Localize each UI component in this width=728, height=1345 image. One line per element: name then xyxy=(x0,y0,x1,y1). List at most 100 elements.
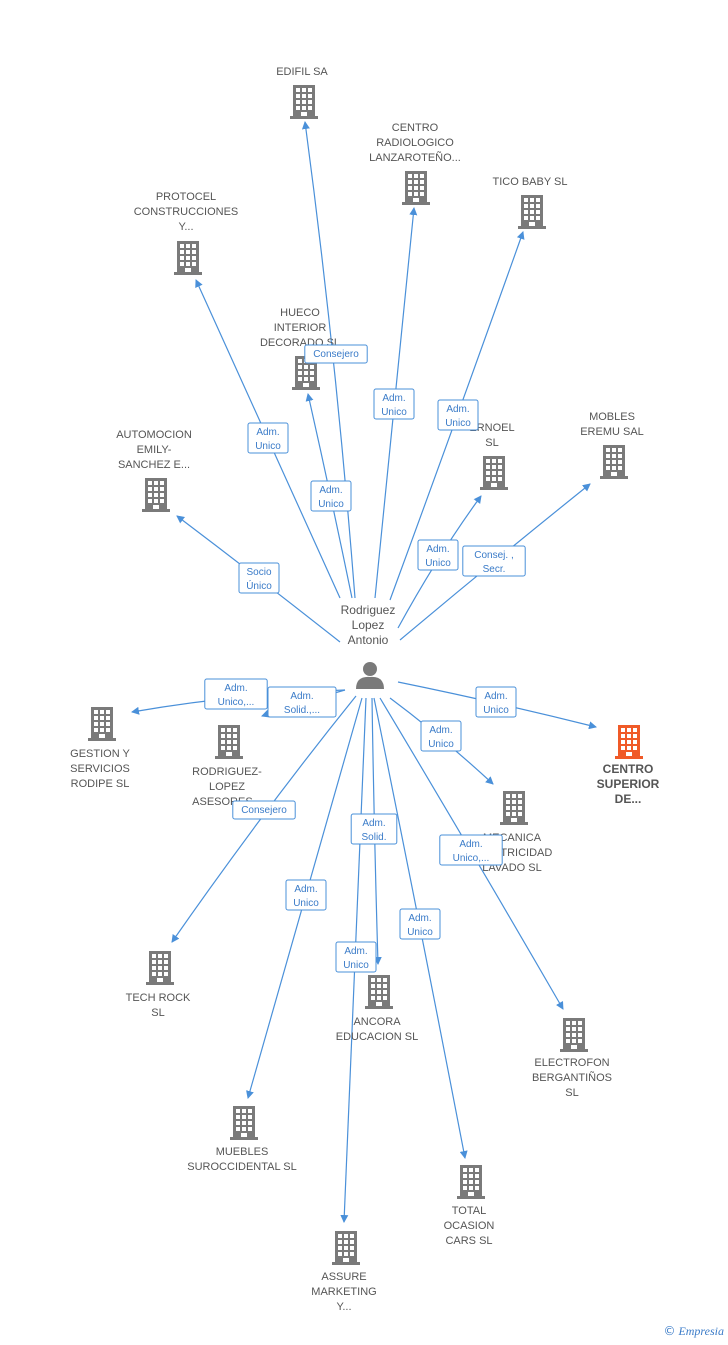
company-name-line: CENTRO xyxy=(392,122,439,134)
edge-label-edifil[interactable]: Consejero xyxy=(304,344,368,364)
company-name-line: EREMU SAL xyxy=(580,426,644,438)
edge-label-tech-rock[interactable]: Consejero xyxy=(232,800,296,820)
company-name-line: TICO BABY SL xyxy=(493,176,568,188)
building-icon xyxy=(560,1018,588,1052)
company-node-edifil[interactable]: EDIFIL SA xyxy=(276,66,328,119)
edge-label-centro-superior[interactable]: Adm.Unico xyxy=(475,686,517,718)
edge-label-text: Socio xyxy=(246,567,271,578)
edge-label-mecanica[interactable]: Adm.Unico xyxy=(420,720,462,752)
building-icon xyxy=(402,171,430,205)
brand-logo: Empresia xyxy=(678,1324,724,1338)
edge-label-text: Unico xyxy=(318,499,344,510)
edge-label-mobles-eremu[interactable]: Consej. ,Secr. xyxy=(462,545,526,577)
building-icon xyxy=(88,707,116,741)
edge-label-box xyxy=(335,941,377,973)
edge-label-hueco-interior[interactable]: Adm. Unico xyxy=(310,480,352,512)
company-node-electrofon[interactable]: ELECTROFON BERGANTIÑOS SL xyxy=(532,1018,612,1099)
edge-label-box xyxy=(238,562,280,594)
edge-label-text: Adm. xyxy=(426,544,449,555)
company-node-assure-marketing[interactable]: ASSUREMARKETINGY... xyxy=(311,1231,377,1313)
edge-label-electrofon[interactable]: Adm.Unico,... xyxy=(439,834,503,866)
company-name-line: AUTOMOCION xyxy=(116,429,192,441)
edge-label-box xyxy=(439,834,503,866)
edge-label-box xyxy=(417,539,459,571)
edge-label-text: Adm. xyxy=(294,884,317,895)
company-name-line: DE... xyxy=(615,792,642,806)
company-name-line: SL xyxy=(151,1007,164,1019)
edge-label-muebles-suroccidental[interactable]: Adm.Unico xyxy=(285,879,327,911)
edge-label-tico-baby[interactable]: Adm.Unico xyxy=(437,399,479,431)
building-icon xyxy=(215,725,243,759)
company-name-line: GESTION Y xyxy=(70,748,130,760)
person-name-line: Antonio xyxy=(348,633,389,647)
edge-label-ancora[interactable]: Adm.Solid. xyxy=(350,813,398,845)
edge-label-box xyxy=(232,800,296,820)
company-name-line: RODRIGUEZ- xyxy=(192,766,262,778)
company-name-line: TOTAL xyxy=(452,1205,486,1217)
building-icon xyxy=(146,951,174,985)
copyright-symbol: © xyxy=(663,1324,676,1338)
company-name-line: CENTRO xyxy=(603,762,654,776)
edge-label-text: Adm. xyxy=(256,427,279,438)
edge-label-text: Consej. , xyxy=(474,550,513,561)
edge-label-box xyxy=(204,678,268,710)
edge-label-text: Solid. xyxy=(361,832,386,843)
edge-label-box xyxy=(462,545,526,577)
company-name-line: PROTOCEL xyxy=(156,191,216,203)
edge-label-text: Adm. xyxy=(319,485,342,496)
edge-label-gestion-rodipe[interactable]: Adm.Unico,... xyxy=(204,678,268,710)
edge-label-box xyxy=(475,686,517,718)
company-name-line: ERNOEL xyxy=(469,422,514,434)
building-icon xyxy=(480,456,508,490)
company-node-centro-superior[interactable]: CENTROSUPERIORDE... xyxy=(597,725,660,806)
company-node-tico-baby[interactable]: TICO BABY SL xyxy=(493,176,568,229)
edge-label-rodriguez-lopez[interactable]: Adm.Solid.,... xyxy=(267,686,337,718)
company-name-line: ANCORA xyxy=(353,1016,401,1028)
edge-label-text: Unico xyxy=(255,441,281,452)
edge-label-text: Único xyxy=(246,579,272,592)
company-node-protocel[interactable]: PROTOCELCONSTRUCCIONESY... xyxy=(134,191,239,275)
company-name-line: LANZAROTEÑO... xyxy=(369,151,461,164)
company-name-line: BERGANTIÑOS xyxy=(532,1071,612,1084)
edge-label-box xyxy=(304,344,368,364)
edge-label-text: Adm. xyxy=(408,913,431,924)
edge-label-ernoel[interactable]: Adm. Unico xyxy=(417,539,459,571)
edge-label-total-ocasion[interactable]: Adm.Unico xyxy=(399,908,441,940)
building-icon xyxy=(230,1106,258,1140)
edge-label-text: Adm. xyxy=(382,393,405,404)
company-name-line: MARKETING xyxy=(311,1286,376,1298)
edge-label-box xyxy=(247,422,289,454)
company-name-line: SL xyxy=(565,1087,578,1099)
edge-label-centro-radiologico[interactable]: Adm.Unico xyxy=(373,388,415,420)
edge-label-box xyxy=(373,388,415,420)
edge-label-text: Adm. xyxy=(484,691,507,702)
building-icon xyxy=(600,445,628,479)
company-name-line: SANCHEZ E... xyxy=(118,459,190,471)
brand-footer[interactable]: ©Empresia xyxy=(663,1324,724,1339)
edge-label-protocel[interactable]: Adm. Unico xyxy=(247,422,289,454)
edge-label-text: Unico xyxy=(425,558,451,569)
company-node-rodriguez-lopez[interactable]: RODRIGUEZ-LOPEZASESORES... xyxy=(192,725,262,808)
edge-label-box xyxy=(399,908,441,940)
edge-label-assure-marketing[interactable]: Adm.Unico xyxy=(335,941,377,973)
company-name-line: SL xyxy=(485,437,498,449)
company-name-line: ASSURE xyxy=(321,1271,366,1283)
edge-label-text: Adm. xyxy=(290,691,313,702)
building-icon xyxy=(174,241,202,275)
edge-label-text: Unico,... xyxy=(453,853,490,864)
company-node-centro-radiologico[interactable]: CENTRORADIOLOGICOLANZAROTEÑO... xyxy=(369,122,461,205)
edge-label-text: Unico,... xyxy=(218,697,255,708)
edge-label-box xyxy=(285,879,327,911)
company-name-line: ELECTROFON xyxy=(534,1057,609,1069)
building-icon xyxy=(457,1165,485,1199)
company-node-ernoel[interactable]: ERNOEL SL xyxy=(469,422,515,490)
